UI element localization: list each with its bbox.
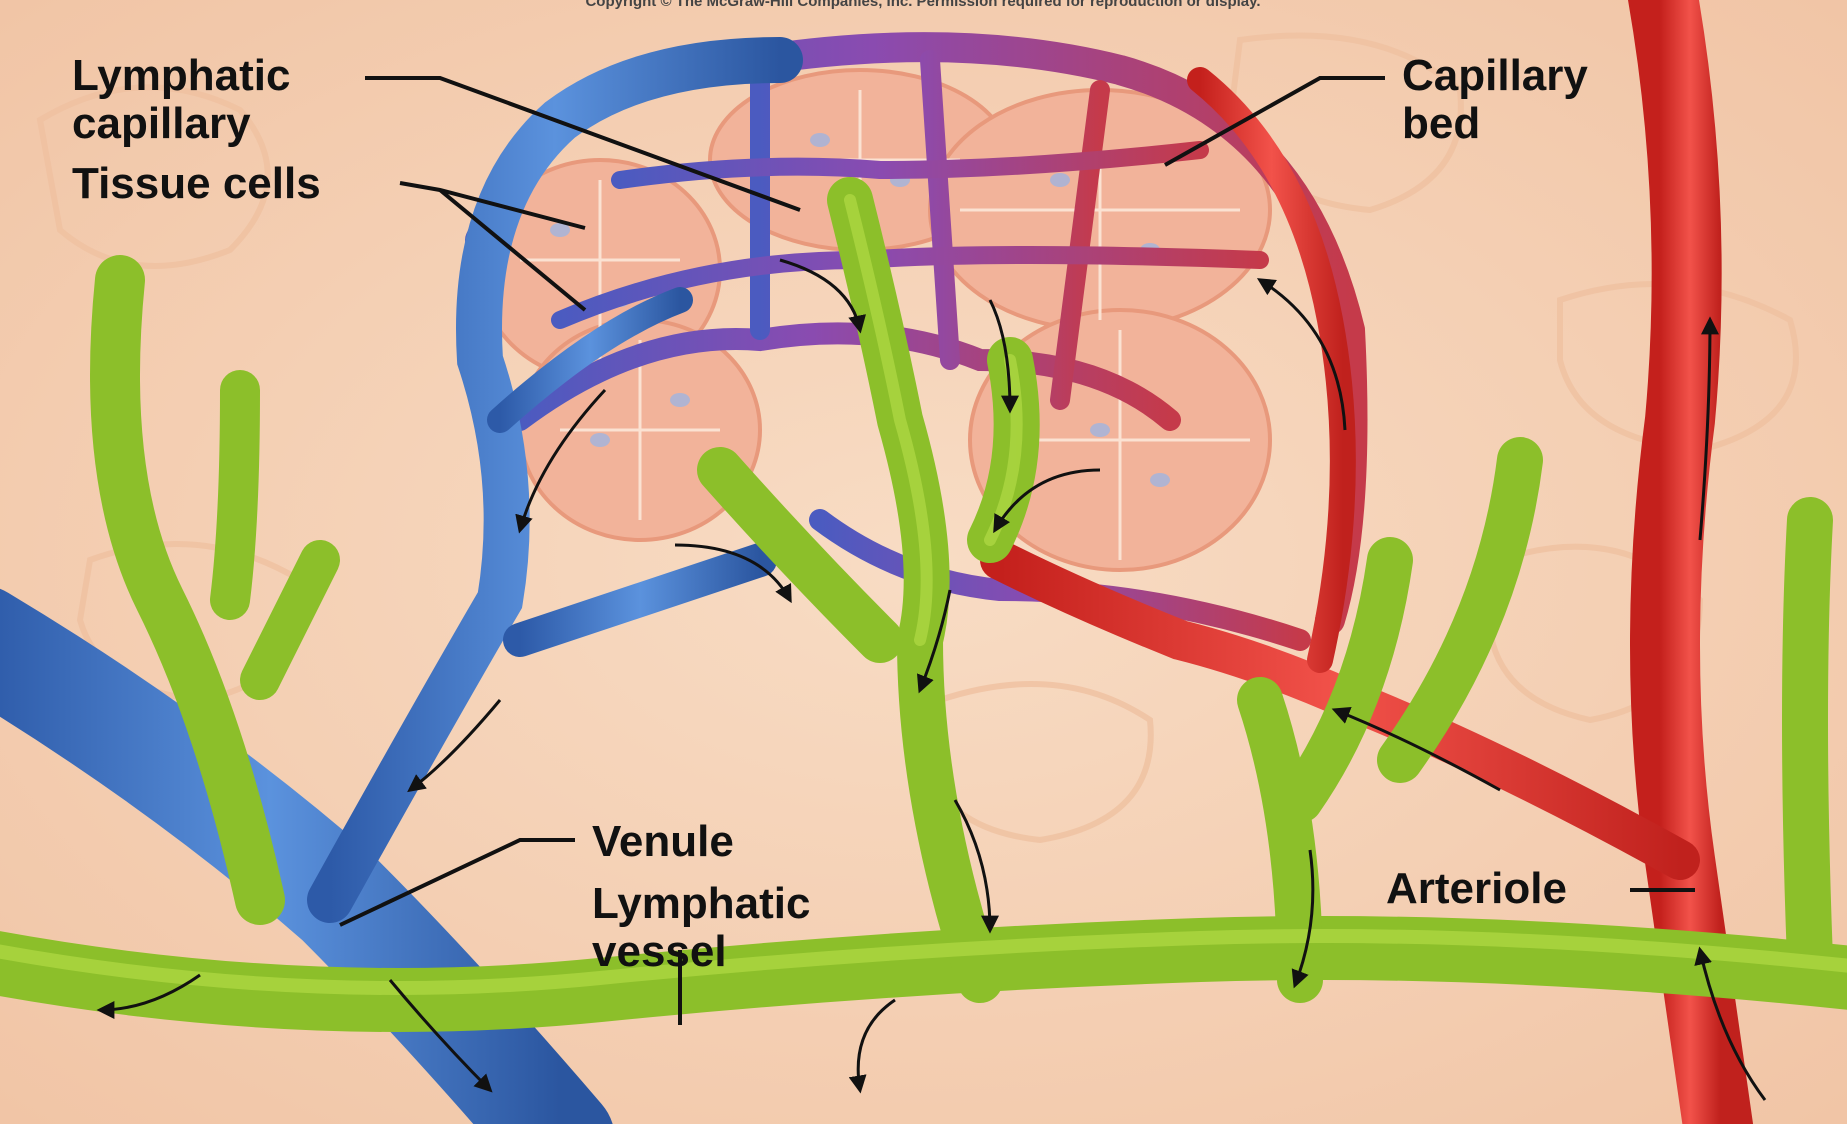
arteriole-label: Arteriole <box>1386 864 1567 913</box>
venule-label: Venule <box>592 817 734 866</box>
capillary-bed-label-line1: Capillary <box>1402 51 1588 100</box>
lymphatic-vessel-label-line1: Lymphatic <box>592 879 810 928</box>
lymphatic-capillary-label-line2: capillary <box>72 99 251 148</box>
copyright-notice: Copyright © The McGraw-Hill Companies, I… <box>585 0 1260 10</box>
lymphatic-capillary-label-line1: Lymphatic <box>72 51 290 100</box>
tissue-cells-label: Tissue cells <box>72 159 321 208</box>
lymphatic-vessel-label-line2: vessel <box>592 927 727 976</box>
capillary-bed-label-line2: bed <box>1402 99 1480 148</box>
